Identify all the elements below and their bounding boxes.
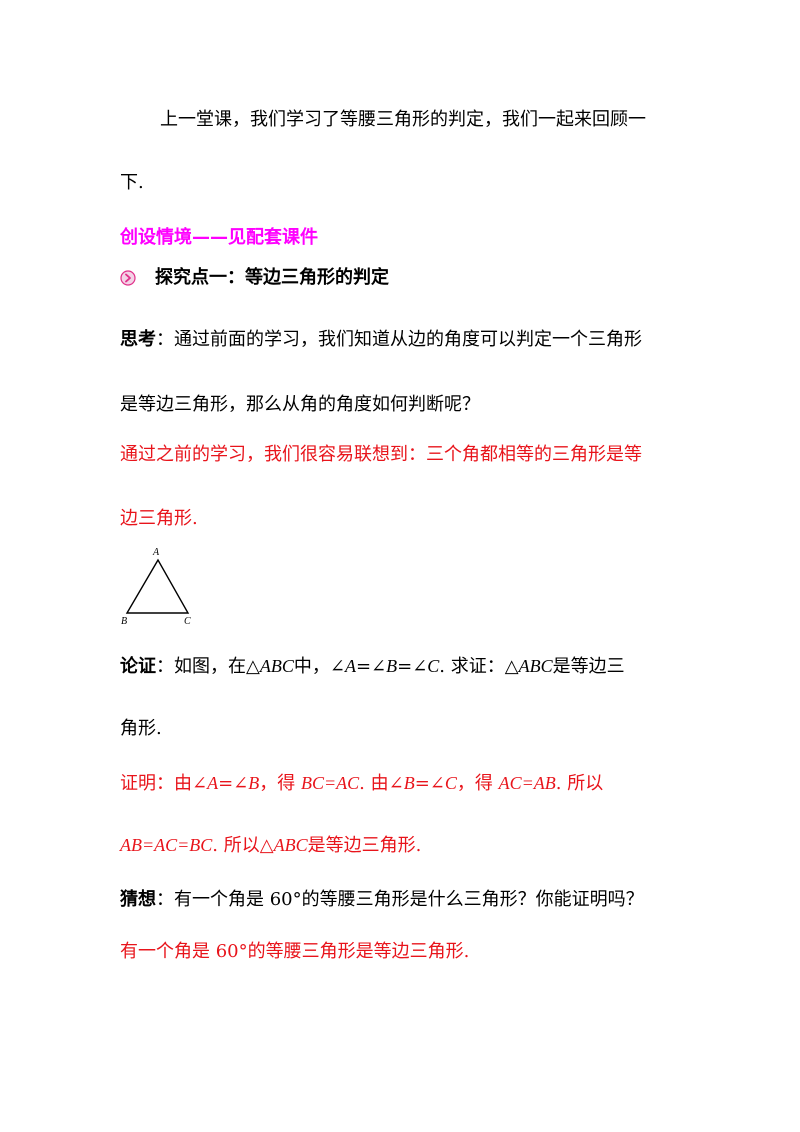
math-a: A [207,773,219,793]
intro-line-1: 上一堂课，我们学习了等腰三角形的判定，我们一起来回顾一 [160,109,646,130]
proof-text: ，得 [259,773,301,794]
intro-line-2: 下. [120,172,144,193]
guess-answer: 有一个角是 60°的等腰三角形是等边三角形. [120,941,470,962]
proof-task-text: 如图，在△ [174,656,260,677]
guess-text: 有一个角是 60°的等腰三角形是什么三角形？你能证明吗？ [174,889,644,910]
think-line-2: 是等边三角形，那么从角的角度如何判断呢？ [120,394,480,415]
section1-heading: 探究点一：等边三角形的判定 [155,267,389,288]
proof-line-1: 证明：由∠A=∠B，得 BC=AC. 由∠B=∠C，得 AC=AB. 所以 [120,771,603,796]
math-b: B [403,773,415,793]
math-abc: ABC [273,835,308,855]
chevron-circle-icon [120,270,136,286]
proof-text: =∠ [218,773,249,794]
proof-text: 是等边三角形. [307,835,422,856]
proof-task-line-1: 论证：如图，在△ABC中，∠A=∠B=∠C. 求证：△ABC是等边三 [120,654,625,679]
math-bc-ac: BC=AC [301,773,360,793]
guess-line: 猜想：有一个角是 60°的等腰三角形是什么三角形？你能证明吗？ [120,888,644,912]
proof-text: =∠ [414,773,445,794]
math-c: C [444,773,457,793]
proof-task-colon: ： [156,656,174,677]
proof-text: . 由∠ [359,773,404,794]
guess-label: 猜想 [120,889,156,910]
vertex-label-c: C [184,616,191,627]
math-abc: ABC [518,656,553,676]
math-abc: ABC [259,656,294,676]
proof-task-text: =∠ [355,656,387,677]
vertex-label-a: A [152,547,160,558]
math-b: B [248,773,260,793]
proof-task-text: . 求证：△ [439,656,519,677]
think-label: 思考 [120,329,156,350]
math-ac-ab: AC=AB [498,773,556,793]
proof-task-text: 是等边三 [552,656,625,677]
proof-text: . 所以△ [212,835,274,856]
triangle-figure: A B C [121,547,191,627]
guess-colon: ： [156,889,174,910]
scenario-title: 创设情境——见配套课件 [120,227,318,248]
math-ab-ac-bc: AB=AC=BC [120,835,213,855]
proof-task-text: =∠ [397,656,428,677]
think-text: 通过前面的学习，我们知道从边的角度可以判定一个三角形 [174,329,642,350]
proof-line-2: AB=AC=BC. 所以△ABC是等边三角形. [120,833,421,858]
proof-task-label: 论证 [120,656,156,677]
proof-text: 证明：由∠ [120,773,208,794]
vertex-label-b: B [121,616,127,627]
proof-task-text: 中，∠ [293,656,345,677]
think-colon: ： [156,329,174,350]
math-a: A [344,656,356,676]
math-b: B [386,656,398,676]
proof-text: ，得 [456,773,499,794]
triangle-abc [125,558,190,614]
proof-text: . 所以 [555,773,604,794]
answer1-line-1: 通过之前的学习，我们很容易联想到：三个角都相等的三角形是等 [120,444,642,465]
think-line-1: 思考：通过前面的学习，我们知道从边的角度可以判定一个三角形 [120,328,642,352]
math-c: C [427,656,440,676]
answer1-line-2: 边三角形. [120,508,198,529]
proof-task-line-2: 角形. [120,718,162,739]
